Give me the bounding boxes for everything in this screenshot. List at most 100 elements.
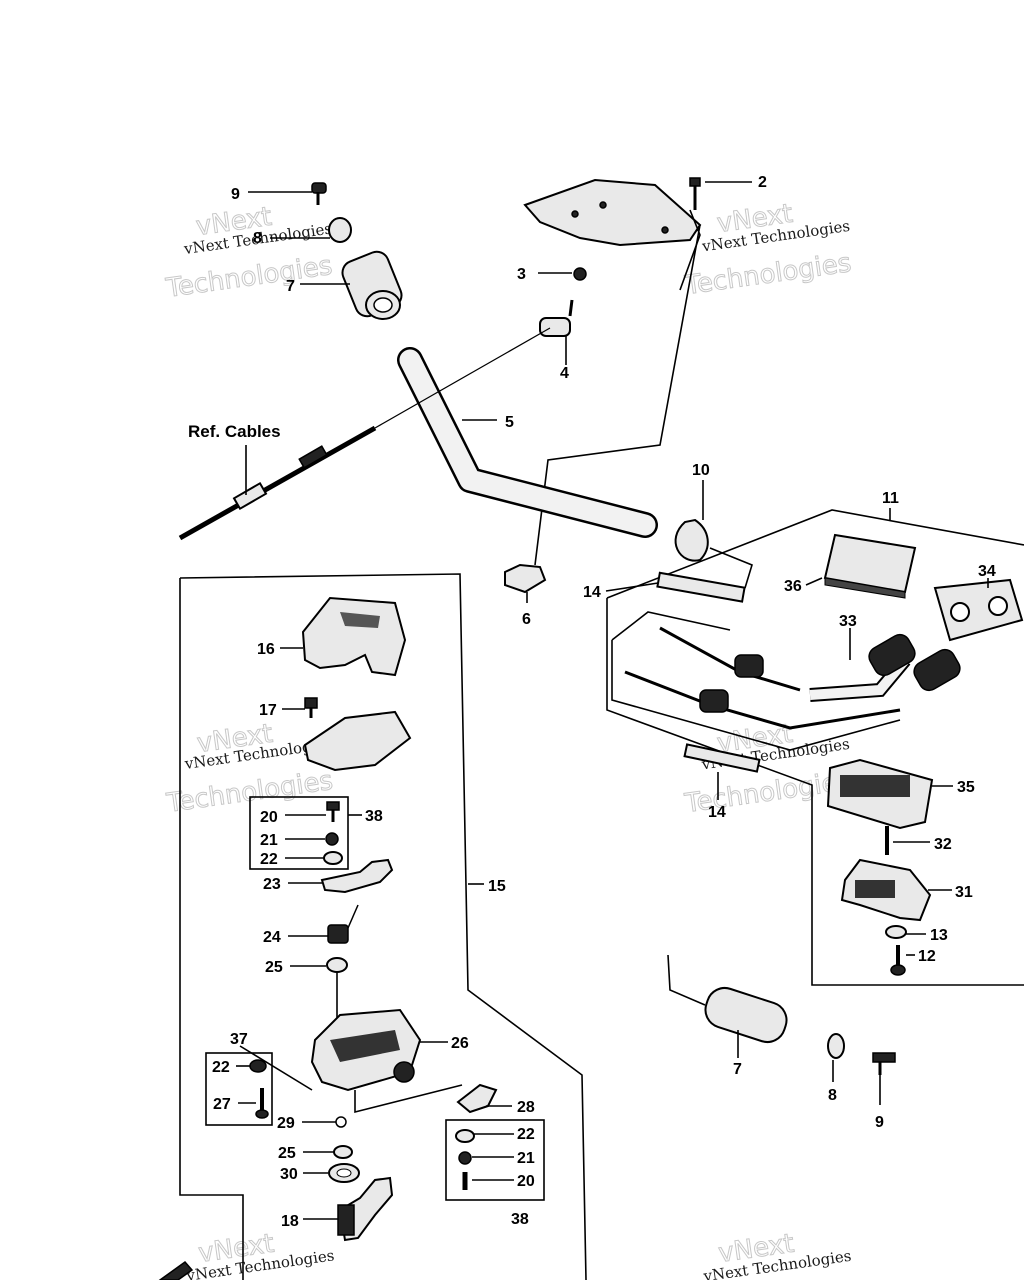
band-10-bracket: [709, 547, 753, 589]
callout-24: 24: [263, 929, 281, 946]
callout-8-bottom: 8: [828, 1087, 837, 1104]
callout-29: 29: [277, 1115, 295, 1132]
housing-26-part: [310, 1008, 422, 1092]
callout-36: 36: [784, 578, 802, 595]
callout-5: 5: [505, 414, 514, 431]
cover-36-part: [823, 533, 917, 599]
screw-12-part: [890, 945, 906, 976]
handlebar-5-part: [399, 349, 656, 536]
washer-22-bottom-part: [455, 1129, 475, 1143]
callout-37: 37: [230, 1031, 248, 1048]
washer-22-top-part: [323, 851, 343, 865]
tube-14-top-part: [656, 571, 746, 603]
switch-housing-35-part: [826, 758, 934, 830]
callout-33: 33: [839, 613, 857, 630]
bracket-box-38-top: [249, 796, 349, 870]
callout-16: 16: [257, 641, 275, 658]
callout-31: 31: [955, 884, 973, 901]
inner-harness-box: [611, 611, 901, 751]
grip-7-bottom-part: [667, 954, 788, 1044]
callout-12: 12: [918, 948, 936, 965]
lever-28-part: [456, 1083, 498, 1114]
leader-36: [805, 577, 823, 586]
bolt-2-part: [689, 177, 701, 210]
ref-cables-label: Ref. Cables: [188, 422, 281, 441]
cable-part: [178, 327, 551, 541]
leader-37: [239, 1045, 313, 1091]
bracket-box-38-bottom: [445, 1119, 545, 1201]
gasket-plate-part: [303, 710, 412, 772]
nut-3-part: [573, 267, 587, 281]
bolt-9-bottom-part: [872, 1052, 896, 1075]
bolt-2-leader: [679, 209, 701, 291]
callout-6: 6: [522, 611, 531, 628]
callout-9-top: 9: [231, 186, 240, 203]
callout-8-top: 8: [253, 230, 262, 247]
callout-9-bottom: 9: [875, 1114, 884, 1131]
callout-28: 28: [517, 1099, 535, 1116]
washer-25-bottom-part: [333, 1145, 353, 1159]
callout-20-bottom: 20: [517, 1173, 535, 1190]
washer-21-top-part: [325, 832, 339, 846]
right-switch-assembly-frame: [606, 509, 1024, 986]
bolt-9-top-part: [311, 182, 327, 205]
fitting-4-part: [539, 299, 574, 337]
callout-10: 10: [692, 462, 710, 479]
watermark-top-right: vNext vNext Technologies Technologies: [682, 198, 854, 301]
grip-7-top-part: [341, 250, 403, 320]
callout-4: 4: [560, 365, 569, 382]
callout-11: 11: [882, 490, 899, 507]
mount-plate-leader: [534, 224, 701, 566]
lower-clamp-31-part: [840, 858, 932, 922]
partial-part-edge: [158, 1260, 194, 1280]
callout-2: 2: [758, 174, 767, 191]
lever-18-part: [337, 1176, 394, 1242]
band-10-part: [674, 518, 709, 562]
callout-7-bottom: 7: [733, 1061, 742, 1078]
harness-33-part: [624, 626, 961, 730]
callout-20-top: 20: [260, 809, 278, 826]
callout-38-top: 38: [365, 808, 383, 825]
washer-25-top-part: [326, 957, 348, 973]
washer-8-top-part: [328, 217, 352, 243]
lever-23-part: [320, 858, 394, 894]
callout-17: 17: [259, 702, 277, 719]
callout-14-bottom: 14: [708, 804, 726, 821]
watermark-text: Technologies: [164, 251, 335, 304]
screw-27-part: [255, 1088, 269, 1119]
callout-22-top: 22: [260, 851, 278, 868]
screw-17-part: [304, 697, 318, 718]
washer-29-part: [335, 1116, 347, 1128]
clamp-6-part: [504, 563, 547, 594]
housing-34-part: [933, 578, 1024, 642]
callout-22-box37: 22: [212, 1059, 230, 1076]
left-switch-assembly-frame: [179, 573, 587, 1280]
watermark-top-left: vNext vNext Technologies Technologies: [163, 201, 335, 304]
watermark-text: Technologies: [683, 248, 854, 301]
callout-30: 30: [280, 1166, 298, 1183]
cover-16-part: [301, 596, 407, 677]
screw-20-top-part: [326, 801, 340, 822]
mount-plate-part: [523, 178, 702, 247]
tube-14-bottom-part: [683, 743, 761, 773]
leader-14-top: [605, 582, 659, 592]
bracket-box-37: [205, 1052, 273, 1126]
callout-18: 18: [281, 1213, 299, 1230]
callout-35: 35: [957, 779, 975, 796]
callout-25-top: 25: [265, 959, 283, 976]
callout-32: 32: [934, 836, 952, 853]
washer-8-bottom-part: [827, 1033, 845, 1059]
callout-7-top: 7: [286, 278, 295, 295]
lever-28-bracket: [354, 1084, 463, 1114]
callout-26: 26: [451, 1035, 469, 1052]
callout-21-top: 21: [260, 832, 278, 849]
callout-21-bottom: 21: [517, 1150, 535, 1167]
callout-15: 15: [488, 878, 506, 895]
callout-34: 34: [978, 563, 996, 580]
watermark-bottom-right: vNext vNext Technologies: [701, 1228, 852, 1280]
callout-22-bottom: 22: [517, 1126, 535, 1143]
washer-22-box37-part: [249, 1059, 267, 1073]
washer-21-bottom-part: [458, 1151, 472, 1165]
